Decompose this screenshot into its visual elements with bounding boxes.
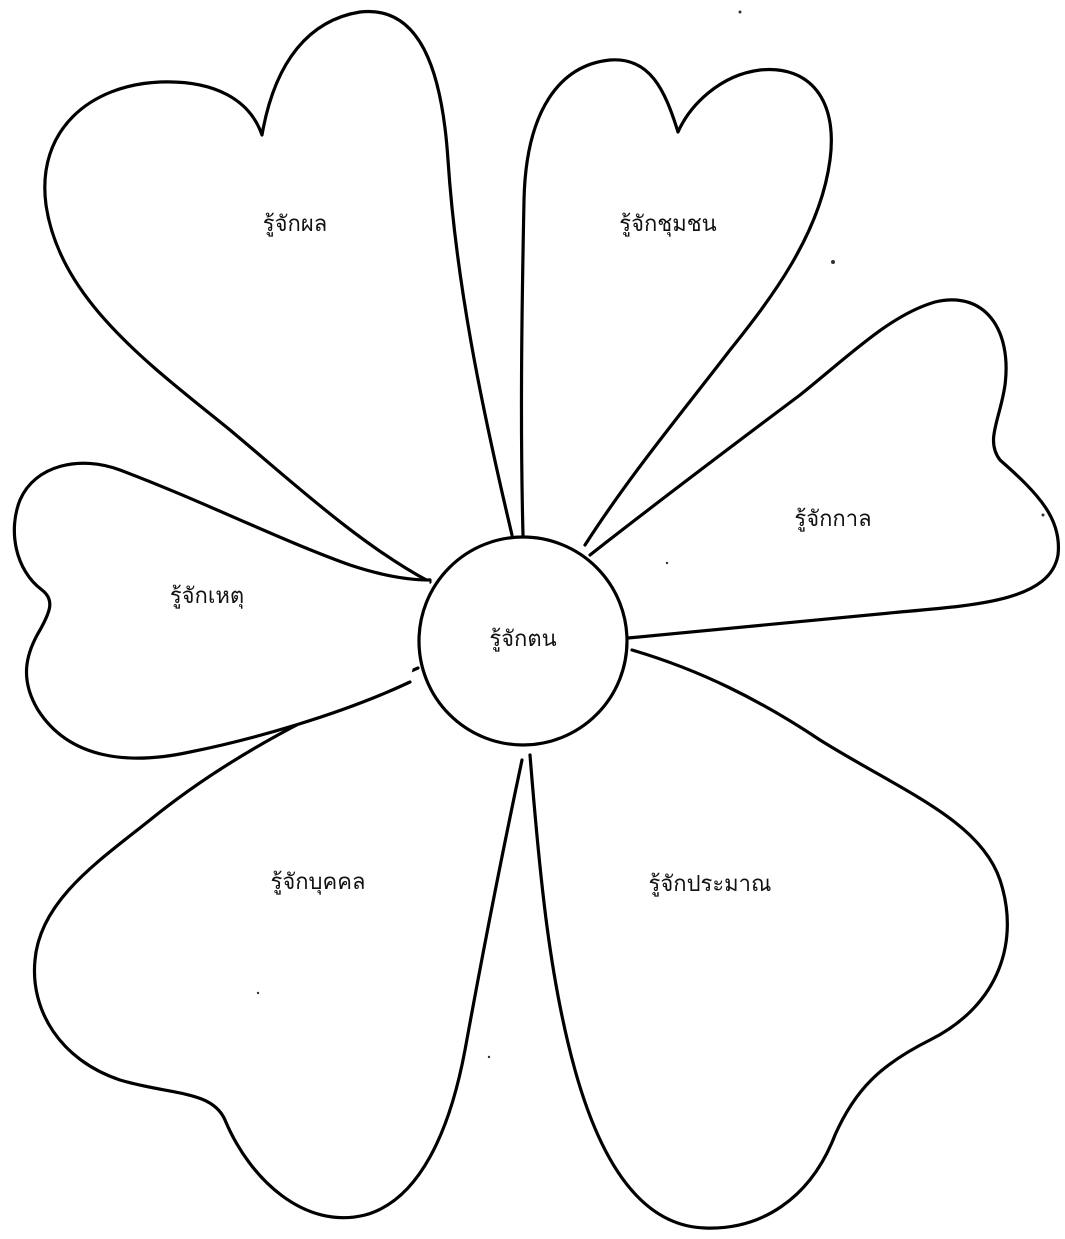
speck: [666, 562, 668, 564]
petal-label-left: รู้จักเหตุ: [170, 584, 244, 609]
speck: [739, 11, 742, 14]
petal-label-right: รู้จักกาล: [794, 507, 871, 532]
petal-label-bottom-left: รู้จักบุคคล: [271, 870, 366, 895]
speck: [831, 260, 835, 264]
petal-label-top-left: รู้จักผล: [263, 212, 327, 237]
speck: [1042, 514, 1045, 517]
petal-bottom-right: [530, 650, 1007, 1228]
center-label: รู้จักตน: [489, 627, 556, 652]
speck: [488, 1056, 490, 1058]
petal-label-top-right: รู้จักชุมชน: [619, 212, 716, 237]
petal-label-bottom-right: รู้จักประมาณ: [649, 872, 772, 897]
speck: [257, 992, 259, 994]
